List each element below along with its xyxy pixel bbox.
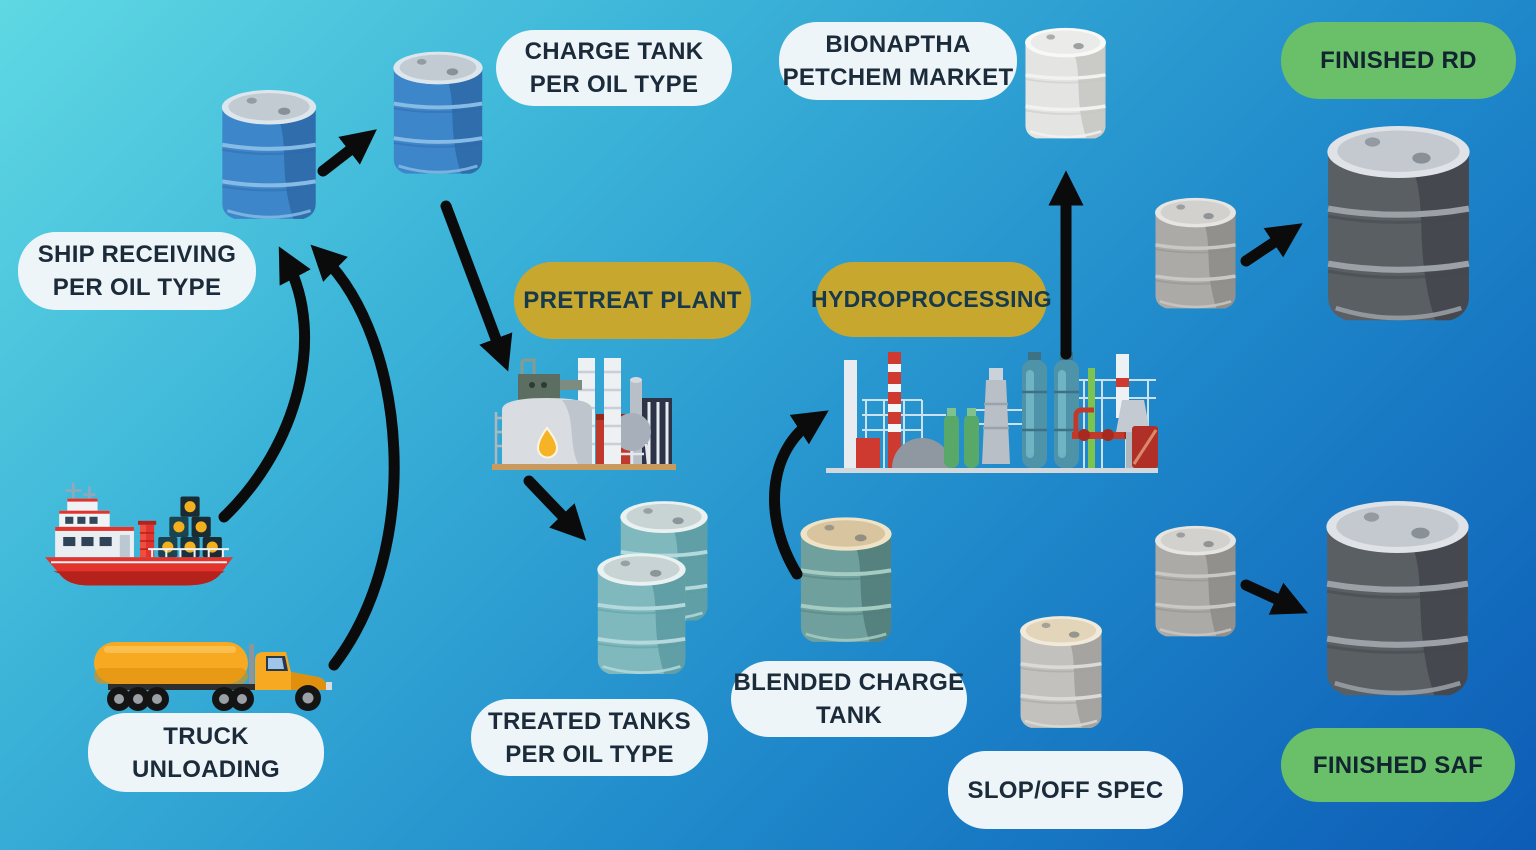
arrow-pretreat-to-treated-tanks	[523, 475, 587, 541]
pretreat-oil-tank	[494, 398, 592, 464]
label-line: SHIP RECEIVING	[37, 241, 237, 268]
label-line: PRETREAT PLANT	[523, 287, 742, 314]
label-line: FINISHED SAF	[1312, 751, 1484, 779]
hydroprocessing-plant-illustration	[826, 352, 1158, 473]
truck-cab	[249, 644, 332, 690]
label-line: PER OIL TYPE	[529, 71, 699, 98]
arrow-truck-to-receiving-tank	[310, 244, 400, 671]
label-slop-off-spec: SLOP/OFF SPEC	[948, 751, 1183, 829]
label-line: SLOP/OFF SPEC	[967, 776, 1164, 804]
hydro-green-columns	[944, 408, 979, 468]
truck-trailer-tank	[94, 642, 248, 684]
hydro-gray-column	[982, 368, 1010, 464]
arrow-rundown-to-finished-rd	[1240, 223, 1303, 267]
ship-superstructure	[55, 498, 134, 558]
label-line: FINISHED RD	[1320, 47, 1477, 74]
hydro-red-tank-right	[1132, 426, 1158, 468]
label-line: BLENDED CHARGE	[733, 669, 965, 696]
pretreat-plant-illustration	[492, 358, 676, 470]
label-finished-rd: FINISHED RD	[1281, 22, 1516, 99]
truck-chassis	[108, 684, 314, 690]
arrow-charge-tank-to-pretreat	[440, 200, 513, 372]
label-charge-tank: CHARGE TANK PER OIL TYPE	[496, 30, 732, 106]
arrow-ship-to-receiving-tank	[218, 246, 311, 523]
label-line: TRUCK	[163, 722, 249, 750]
hydro-green-pipe	[1088, 368, 1095, 468]
arrow-rundown-to-finished-saf	[1240, 579, 1309, 615]
ship-deck-oil-drums	[148, 496, 229, 558]
label-truck-unloading: TRUCK UNLOADING	[88, 713, 324, 792]
label-pretreat-plant: PRETREAT PLANT	[514, 262, 751, 339]
label-line: PETCHEM MARKET	[782, 64, 1014, 91]
hydro-dome	[892, 438, 952, 468]
label-hydroprocessing: HYDROPROCESSING	[811, 262, 1052, 337]
cargo-ship-icon	[45, 482, 233, 586]
label-line: PER OIL TYPE	[505, 740, 674, 768]
tanker-truck-icon	[94, 642, 332, 711]
arrow-blended-tank-to-hydroprocessing	[769, 410, 829, 580]
label-line: CHARGE TANK	[524, 38, 704, 65]
truck-wheels	[107, 685, 321, 711]
label-bionaptha-petchem-market: BIONAPTHA PETCHEM MARKET	[779, 22, 1017, 100]
label-treated-tanks: TREATED TANKS PER OIL TYPE	[471, 699, 708, 776]
label-line: TANK	[815, 702, 883, 729]
label-finished-saf: FINISHED SAF	[1281, 728, 1515, 802]
label-line: PER OIL TYPE	[52, 274, 222, 301]
ship-hull	[45, 557, 233, 586]
label-ship-receiving: SHIP RECEIVING PER OIL TYPE	[18, 232, 256, 310]
label-line: HYDROPROCESSING	[811, 286, 1052, 312]
arrow-receiving-to-charge-tank	[317, 129, 377, 177]
label-line: BIONAPTHA	[825, 31, 971, 58]
hydro-base-platform	[826, 468, 1158, 473]
pretreat-base-platform	[492, 464, 676, 470]
hydro-red-tank-left	[856, 438, 880, 468]
pretreat-control-unit	[518, 358, 582, 402]
hydro-teal-columns	[1022, 352, 1079, 468]
label-line: UNLOADING	[131, 755, 281, 783]
label-line: TREATED TANKS	[487, 707, 691, 735]
label-blended-charge-tank: BLENDED CHARGE TANK	[731, 661, 967, 737]
